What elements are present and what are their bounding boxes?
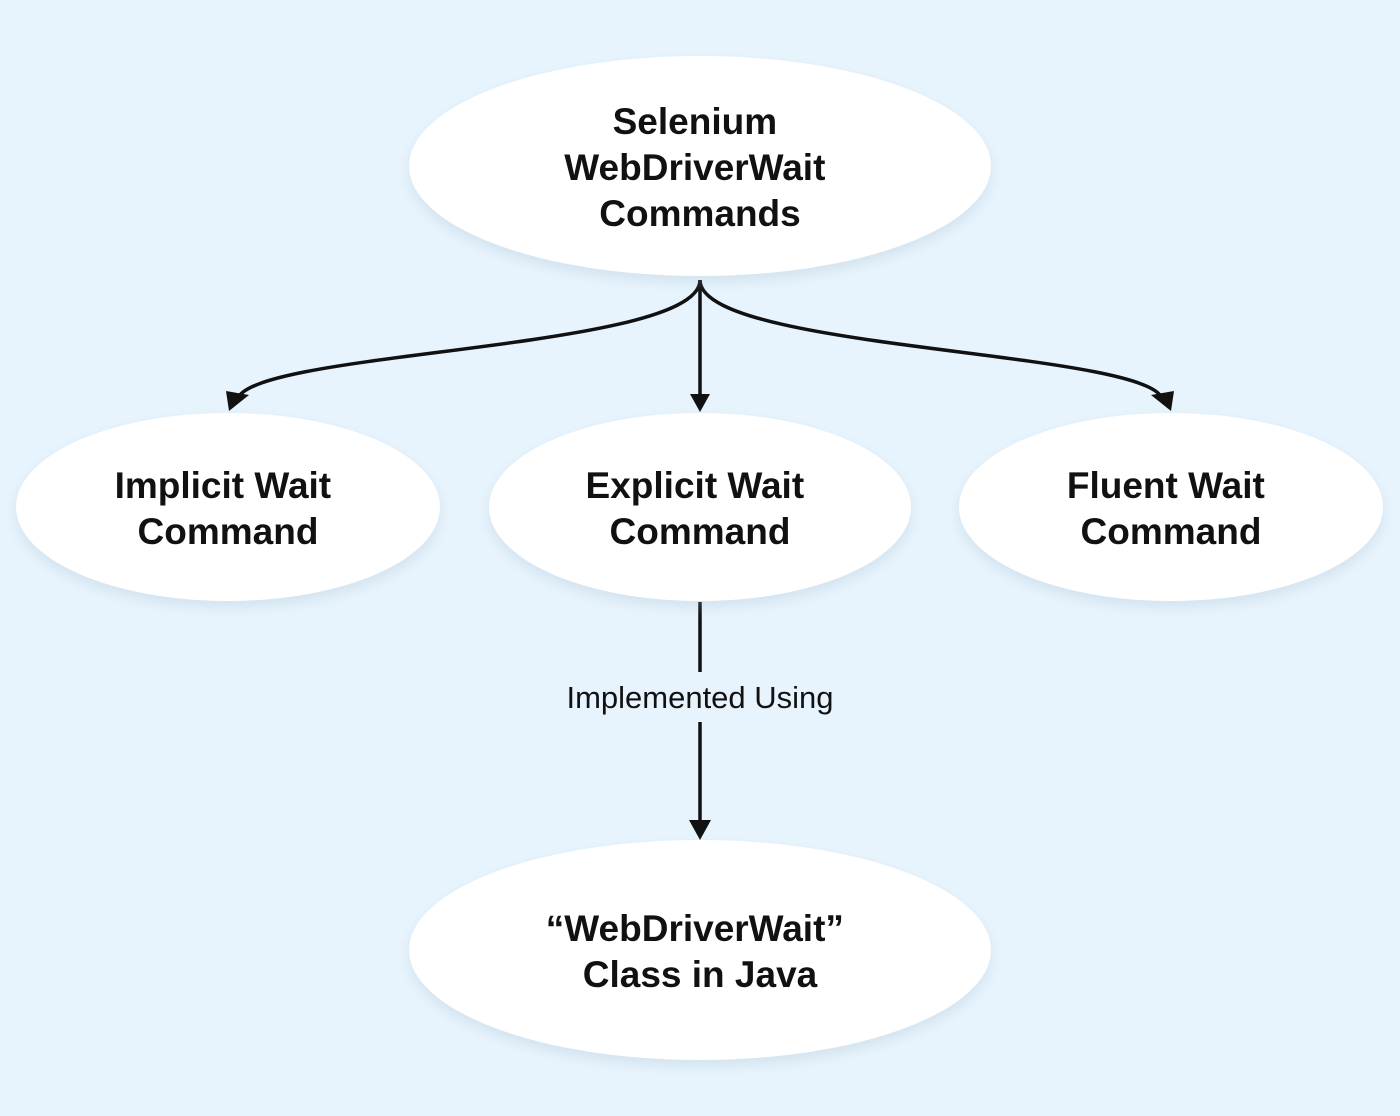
node-explicit: Explicit Wait Command [489, 413, 911, 601]
node-implicit-line-2: Command [138, 511, 319, 552]
node-root-shape [409, 56, 991, 276]
node-explicit-label: Explicit Wait Command [586, 465, 815, 552]
node-webdriverwait-class-line-1: “WebDriverWait” [546, 908, 844, 949]
arrowheads [226, 391, 1174, 840]
node-implicit: Implicit Wait Command [16, 413, 440, 601]
arrowhead-implicit [226, 391, 249, 411]
node-implicit-line-1: Implicit Wait [115, 465, 332, 506]
arrowhead-fluent [1151, 391, 1174, 411]
node-webdriverwait-class-label: “WebDriverWait” Class in Java [546, 908, 854, 995]
node-fluent-shape [959, 413, 1383, 601]
arrowhead-explicit [690, 394, 710, 412]
edge-label-implemented-using: Implemented Using [566, 680, 833, 715]
edge-root-to-fluent [698, 279, 1164, 399]
node-root: Selenium WebDriverWait Commands [409, 56, 991, 276]
node-root-line-1: Selenium [613, 101, 778, 142]
edges [236, 279, 1164, 822]
arrowhead-class [689, 820, 711, 840]
node-implicit-label: Implicit Wait Command [115, 465, 342, 552]
node-webdriverwait-class-shape [409, 840, 991, 1060]
node-webdriverwait-class: “WebDriverWait” Class in Java [409, 840, 991, 1060]
node-root-label: Selenium WebDriverWait Commands [564, 101, 835, 234]
node-webdriverwait-class-line-2: Class in Java [583, 954, 818, 995]
node-root-line-3: Commands [599, 193, 800, 234]
node-fluent-line-2: Command [1081, 511, 1262, 552]
node-implicit-shape [16, 413, 440, 601]
node-fluent-label: Fluent Wait Command [1067, 465, 1275, 552]
node-explicit-line-2: Command [610, 511, 791, 552]
node-explicit-line-1: Explicit Wait [586, 465, 805, 506]
node-fluent: Fluent Wait Command [959, 413, 1383, 601]
edge-root-to-implicit [236, 279, 702, 399]
node-explicit-shape [489, 413, 911, 601]
node-root-line-2: WebDriverWait [564, 147, 825, 188]
node-fluent-line-1: Fluent Wait [1067, 465, 1265, 506]
